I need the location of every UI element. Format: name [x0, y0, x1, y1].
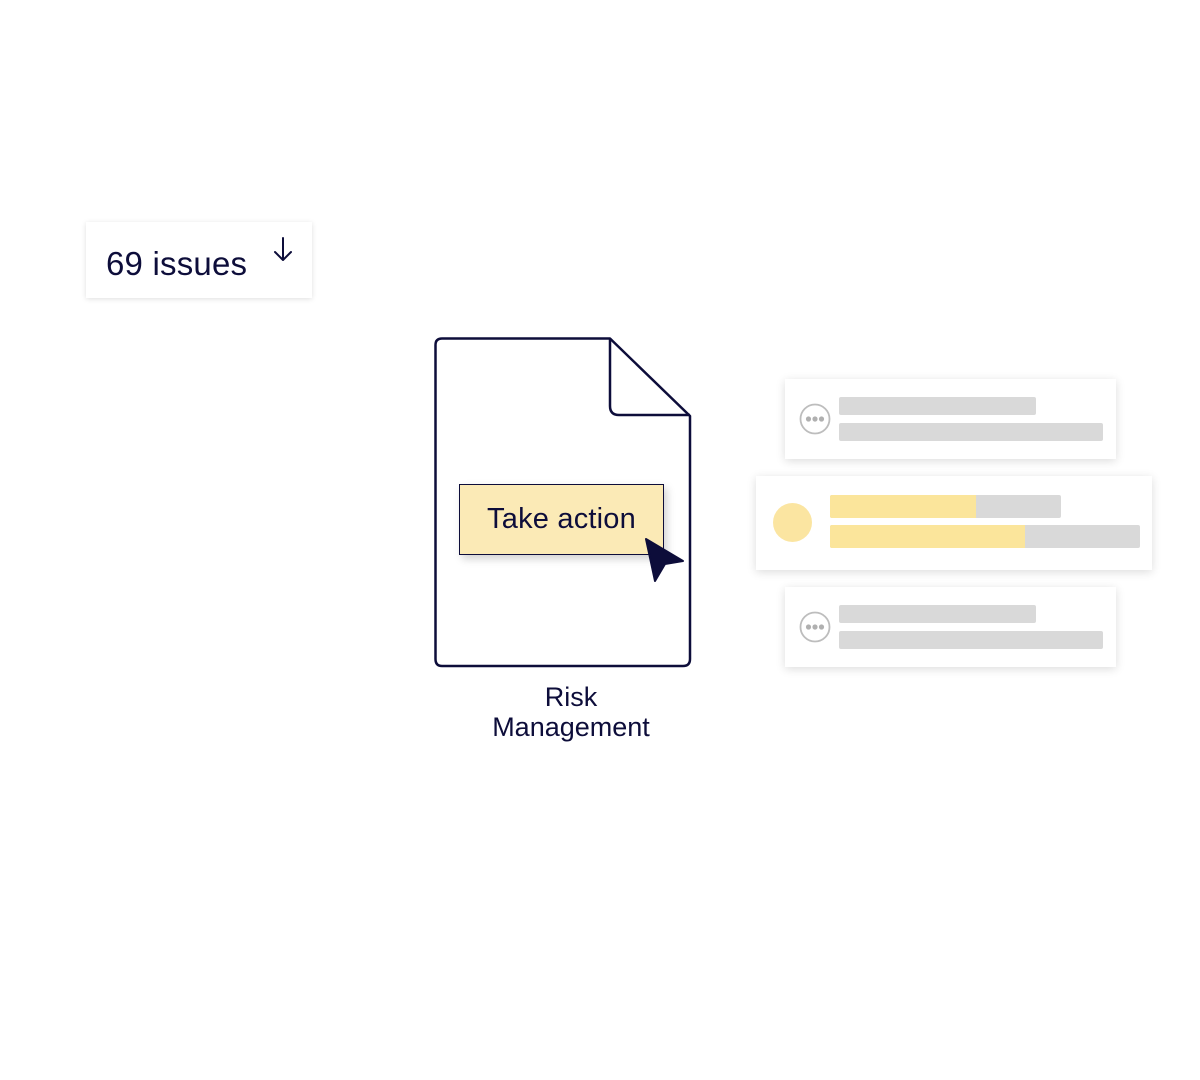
more-dots-icon [799, 611, 831, 643]
placeholder-line [839, 605, 1036, 623]
status-dot [773, 503, 812, 542]
progress-line [830, 495, 1061, 518]
placeholder-line [839, 423, 1103, 441]
arrow-down-icon [274, 237, 292, 261]
issues-count-label: 69 issues [106, 245, 248, 282]
placeholder-line [839, 397, 1036, 415]
mouse-pointer-icon [645, 538, 684, 582]
document-label: Risk Management [440, 682, 702, 742]
progress-fill [830, 495, 976, 518]
progress-line [830, 525, 1140, 548]
list-item-active[interactable] [756, 476, 1152, 570]
more-dots-icon [799, 403, 831, 435]
take-action-button[interactable]: Take action [459, 484, 664, 555]
issues-count-card[interactable]: 69 issues [86, 222, 312, 298]
placeholder-line [839, 631, 1103, 649]
document-label-line1: Risk [544, 682, 598, 712]
progress-fill [830, 525, 1026, 548]
document-label-line2: Management [492, 712, 650, 742]
list-item[interactable] [785, 587, 1116, 667]
list-item[interactable] [785, 379, 1116, 459]
